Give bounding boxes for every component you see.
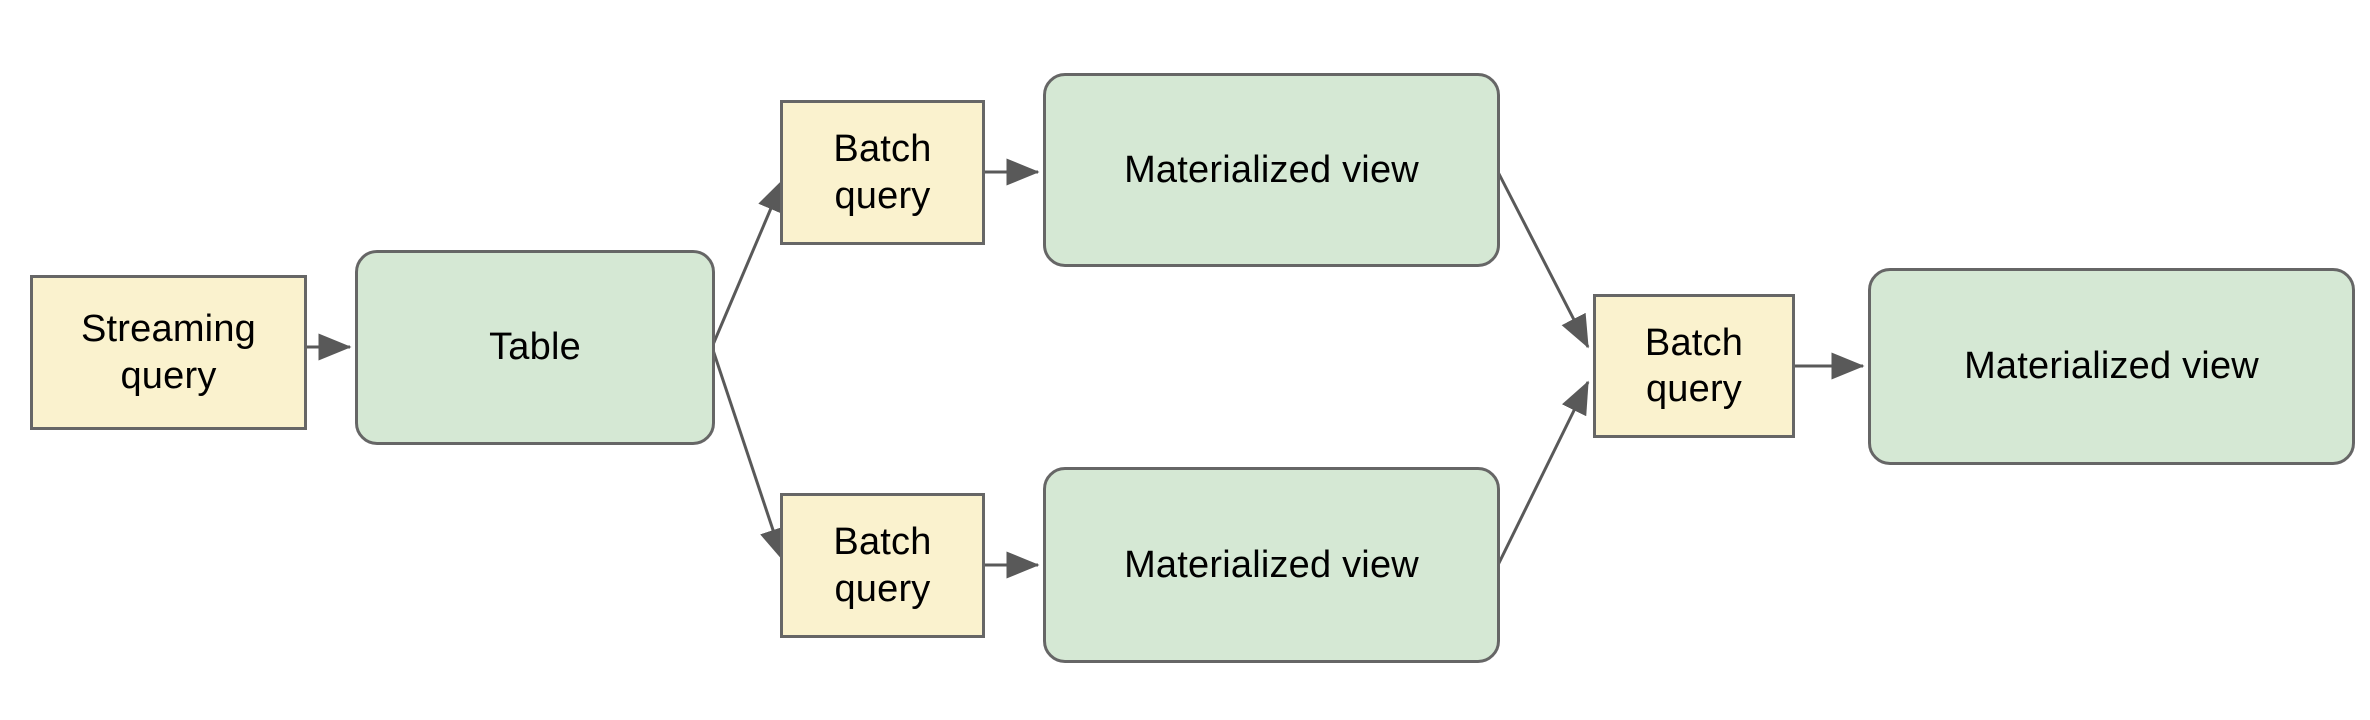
node-materialized-view-bottom-label: Materialized view — [1124, 543, 1419, 586]
node-batch-query-top[interactable]: Batch query — [780, 100, 985, 245]
node-table[interactable]: Table — [355, 250, 715, 445]
node-materialized-view-top[interactable]: Materialized view — [1043, 73, 1500, 267]
node-batch-query-bottom[interactable]: Batch query — [780, 493, 985, 638]
node-table-label: Table — [489, 326, 581, 369]
node-materialized-view-right-label: Materialized view — [1964, 345, 2259, 388]
edge-mv-top-to-batch-middle — [1496, 171, 1590, 349]
node-batch-query-middle-label: Batch query — [1644, 321, 1744, 410]
node-batch-query-bottom-label: Batch query — [833, 521, 932, 610]
node-batch-query-middle[interactable]: Batch query — [1593, 294, 1795, 438]
edge-mv-bottom-to-batch-middle — [1496, 380, 1590, 566]
node-materialized-view-top-label: Materialized view — [1124, 148, 1419, 191]
edge-table-to-batch-bottom — [710, 346, 786, 562]
node-batch-query-top-label: Batch query — [833, 128, 932, 217]
node-streaming-query[interactable]: Streaming query — [30, 275, 307, 430]
node-materialized-view-bottom[interactable]: Materialized view — [1043, 467, 1500, 663]
node-materialized-view-right[interactable]: Materialized view — [1868, 268, 2355, 465]
node-streaming-query-label: Streaming query — [81, 308, 256, 397]
edge-table-to-batch-top — [710, 178, 785, 348]
